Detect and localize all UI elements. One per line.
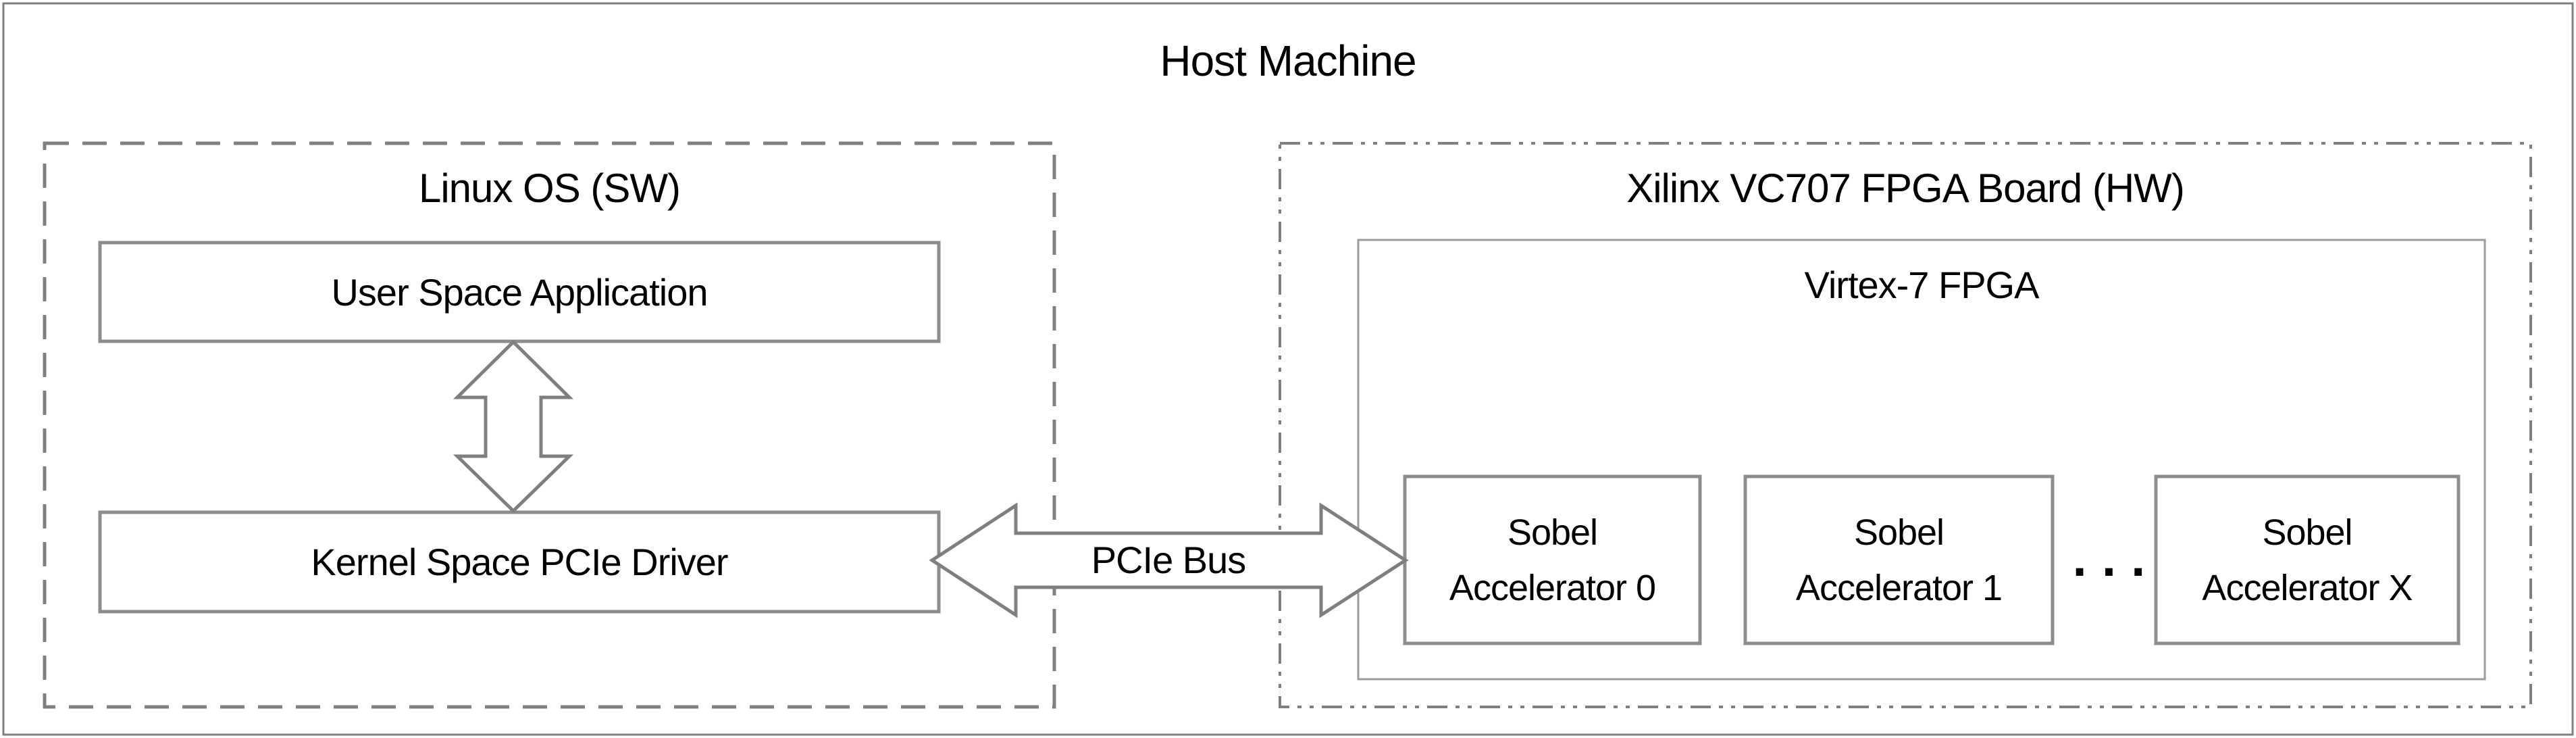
sobel-accelerator-x-box xyxy=(2154,474,2461,645)
sobel-accelerator-0-line2: Accelerator 0 xyxy=(1449,567,1656,608)
sobel-accelerator-0-line1: Sobel xyxy=(1507,512,1598,553)
host-machine-title: Host Machine xyxy=(1160,36,1416,85)
pcie-bus-label: PCIe Bus xyxy=(1091,538,1247,581)
user-space-app-label: User Space Application xyxy=(331,270,708,314)
user-space-app-box xyxy=(98,241,941,343)
sobel-accelerator-1-label: Sobel Accelerator 1 xyxy=(1745,476,2053,643)
sobel-accelerator-x-line2: Accelerator X xyxy=(2202,567,2413,608)
fpga-board-box xyxy=(1279,142,2532,708)
linux-os-title: Linux OS (SW) xyxy=(418,165,681,211)
accelerator-ellipsis: ··· xyxy=(2072,543,2161,601)
linux-os-box xyxy=(43,141,1056,709)
sobel-accelerator-0-label: Sobel Accelerator 0 xyxy=(1405,476,1700,643)
sobel-accelerator-x-label: Sobel Accelerator X xyxy=(2156,476,2458,643)
sobel-accelerator-1-line2: Accelerator 1 xyxy=(1795,567,2003,608)
fpga-board-title: Xilinx VC707 FPGA Board (HW) xyxy=(1626,165,2185,211)
sobel-accelerator-1-box xyxy=(1743,474,2055,645)
virtex-fpga-box xyxy=(1357,239,2486,681)
app-driver-arrow xyxy=(453,339,574,514)
kernel-driver-box xyxy=(98,510,941,614)
pcie-bus-arrow xyxy=(929,502,1409,618)
virtex-fpga-label: Virtex-7 FPGA xyxy=(1804,263,2040,306)
kernel-driver-label: Kernel Space PCIe Driver xyxy=(311,541,728,583)
sobel-accelerator-0-box xyxy=(1403,474,1702,645)
sobel-accelerator-1-line1: Sobel xyxy=(1853,512,1944,553)
sobel-accelerator-x-line1: Sobel xyxy=(2262,512,2352,553)
